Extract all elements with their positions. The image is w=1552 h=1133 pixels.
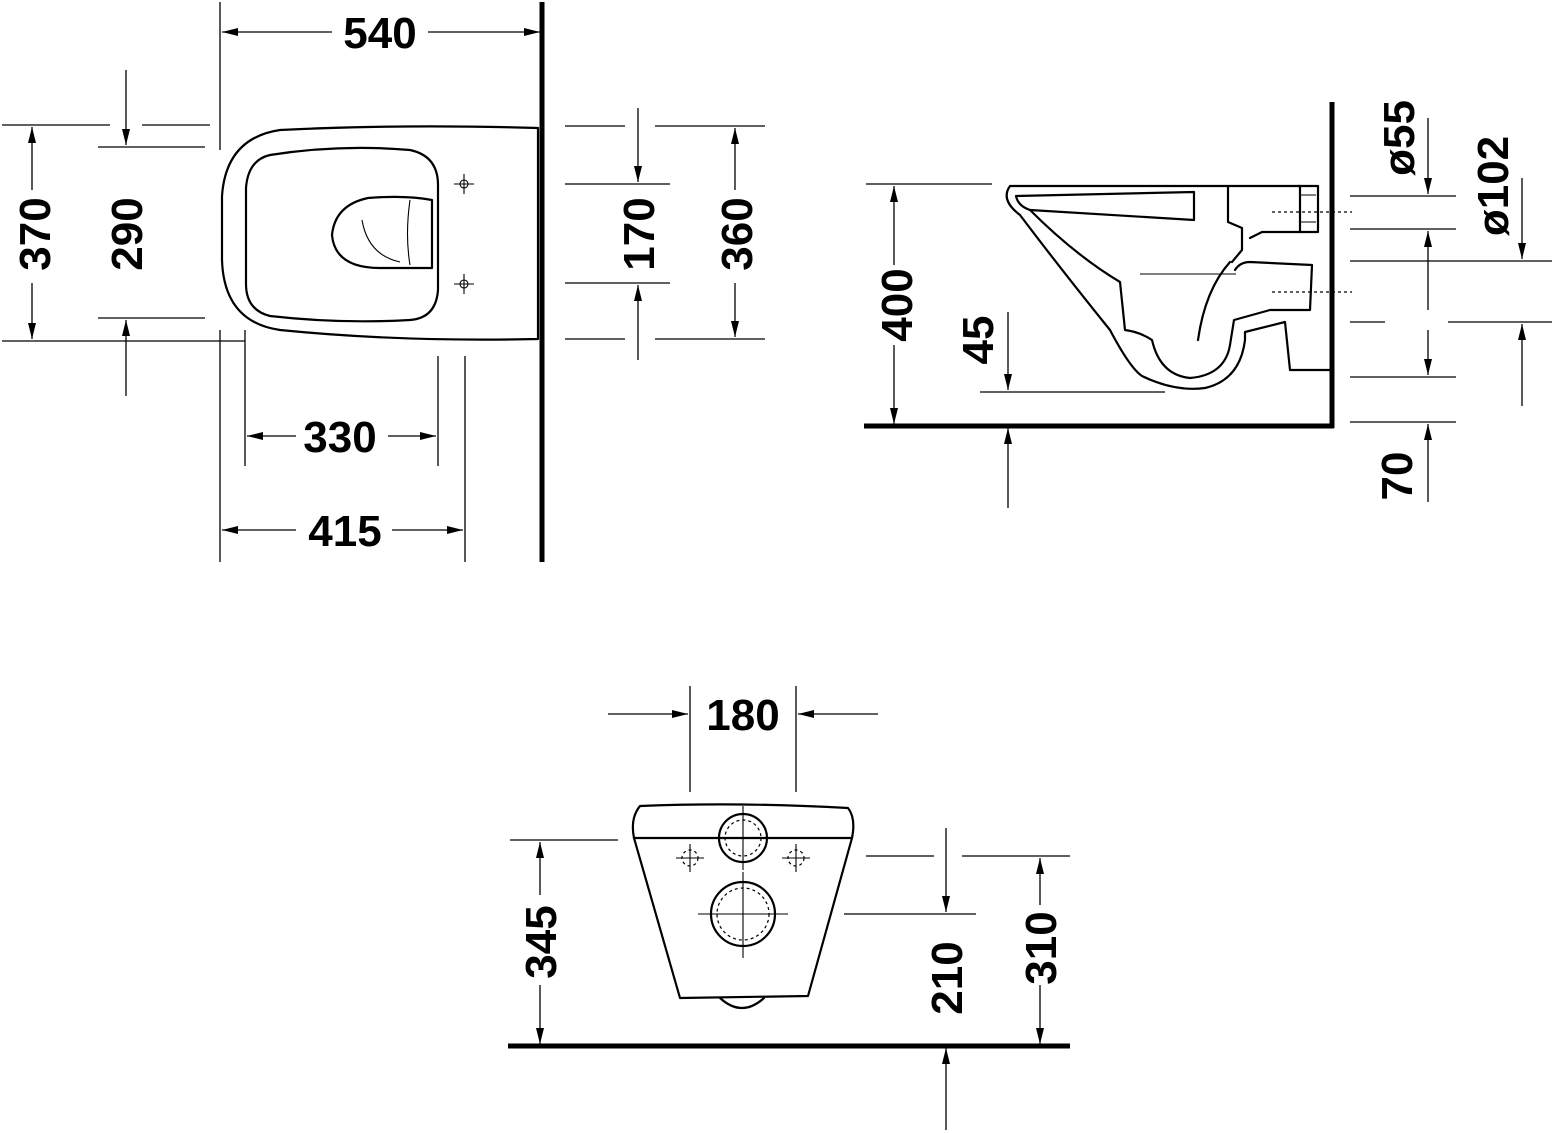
dim-345: 345	[517, 905, 566, 978]
dim-45: 45	[954, 316, 1003, 365]
inlet-connector	[1296, 184, 1320, 234]
fixing-point-right	[782, 844, 810, 872]
dim-290: 290	[103, 197, 152, 270]
dim-170: 170	[615, 197, 664, 270]
toilet-outline-top	[220, 125, 540, 341]
dim-70: 70	[1373, 452, 1422, 501]
dim-415: 415	[308, 507, 381, 556]
dim-o55: ø55	[1375, 100, 1424, 176]
bowl-inner-top	[244, 146, 440, 323]
flush-lip	[406, 199, 411, 266]
fixing-point-lower	[454, 274, 474, 294]
dim-210: 210	[923, 941, 972, 1014]
dim-330: 330	[303, 413, 376, 462]
outlet-opening	[698, 872, 788, 958]
fixing-point-upper	[454, 174, 474, 194]
dim-540: 540	[343, 9, 416, 58]
fixing-point-left	[676, 844, 704, 872]
toilet-outline-rear	[631, 803, 855, 1000]
dim-400: 400	[873, 268, 922, 341]
flush-opening	[330, 195, 434, 270]
rear-view: 180 345 210 310	[508, 686, 1070, 1130]
inlet-opening	[717, 806, 769, 870]
dim-310: 310	[1017, 911, 1066, 984]
dim-180: 180	[706, 691, 779, 740]
toilet-profile-side	[1005, 184, 1332, 390]
dim-360: 360	[713, 197, 762, 270]
trap-side	[1196, 260, 1232, 342]
dim-o102: ø102	[1469, 136, 1518, 236]
side-view: 400 45 ø55 ø102 70	[864, 100, 1552, 508]
dim-370: 370	[11, 197, 60, 270]
top-view: 540 370 290 170 360 330	[2, 2, 765, 562]
bowl-side	[1028, 208, 1314, 380]
flush-curve	[361, 219, 401, 263]
seat-side	[1014, 190, 1196, 222]
rear-outlet-arc	[718, 996, 766, 1010]
